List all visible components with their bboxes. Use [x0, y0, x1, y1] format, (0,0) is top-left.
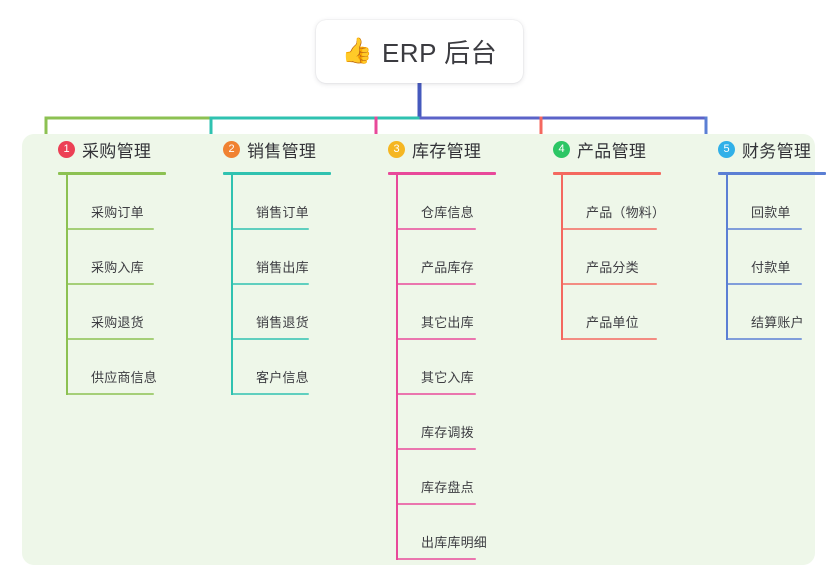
list-item-underline — [561, 283, 657, 285]
column-underline — [388, 172, 496, 175]
list-item-label: 仓库信息 — [421, 205, 474, 220]
list-item-label: 产品库存 — [421, 260, 474, 275]
column-title: 库存管理 — [412, 141, 482, 161]
list-item-label: 付款单 — [751, 260, 791, 275]
list-item-underline — [396, 283, 476, 285]
list-item-underline — [66, 283, 154, 285]
list-item-label: 销售退货 — [256, 315, 309, 330]
diagram-panel: 1 采购管理采购订单采购入库采购退货供应商信息 2 销售管理销售订单销售出库销售退货客… — [22, 134, 826, 565]
list-item-underline — [561, 338, 657, 340]
list-item-label: 库存盘点 — [421, 480, 474, 495]
column-1: 1 采购管理采购订单采购入库采购退货供应商信息 — [38, 134, 166, 395]
column-number-badge: 5 — [718, 140, 735, 158]
list-item-underline — [231, 283, 309, 285]
column-number-badge: 3 — [388, 140, 405, 158]
column-header-3[interactable]: 3 库存管理 — [368, 134, 481, 164]
list-item-label: 产品分类 — [586, 260, 639, 275]
list-item-underline — [231, 338, 309, 340]
column-underline — [718, 172, 826, 175]
list-item-underline — [396, 448, 476, 450]
list-item-underline — [726, 338, 802, 340]
column-spine — [66, 175, 68, 395]
list-item-label: 客户信息 — [256, 370, 309, 385]
list-item-label: 其它出库 — [421, 315, 474, 330]
list-item-underline — [396, 228, 476, 230]
list-item-underline — [66, 338, 154, 340]
list-item-label: 出库库明细 — [421, 535, 488, 550]
column-number-badge: 2 — [223, 140, 240, 158]
list-item-underline — [396, 393, 476, 395]
root-node-title: ERP 后台 — [381, 38, 498, 68]
list-item-underline — [396, 503, 476, 505]
column-underline — [58, 172, 166, 175]
list-item-label: 采购入库 — [91, 260, 144, 275]
list-item-label: 销售订单 — [256, 205, 309, 220]
list-item-label: 供应商信息 — [91, 370, 158, 385]
root-node-card[interactable]: 👍 ERP 后台 — [316, 20, 523, 83]
list-item-label: 库存调拨 — [421, 425, 474, 440]
list-item-underline — [396, 338, 476, 340]
column-5: 5 财务管理回款单付款单结算账户 — [698, 134, 826, 340]
column-spine — [396, 175, 398, 560]
list-item-label: 采购退货 — [91, 315, 144, 330]
list-item-label: 结算账户 — [751, 315, 804, 330]
column-title: 销售管理 — [247, 141, 317, 161]
list-item-underline — [231, 228, 309, 230]
list-item-underline — [726, 228, 802, 230]
list-item-underline — [66, 393, 154, 395]
list-item-underline — [231, 393, 309, 395]
column-header-1[interactable]: 1 采购管理 — [38, 134, 151, 164]
list-item-underline — [396, 558, 476, 560]
column-spine — [561, 175, 563, 340]
list-item-underline — [561, 228, 657, 230]
list-item-label: 其它入库 — [421, 370, 474, 385]
list-item-underline — [66, 228, 154, 230]
column-underline — [223, 172, 331, 175]
column-4: 4 产品管理产品（物料） 产品分类产品单位 — [533, 134, 665, 340]
column-2: 2 销售管理销售订单销售出库销售退货客户信息 — [203, 134, 331, 395]
column-title: 财务管理 — [742, 141, 812, 161]
column-spine — [231, 175, 233, 395]
column-header-4[interactable]: 4 产品管理 — [533, 134, 646, 164]
list-item-label: 采购订单 — [91, 205, 144, 220]
column-spine — [726, 175, 728, 340]
list-item-label: 销售出库 — [256, 260, 309, 275]
column-header-2[interactable]: 2 销售管理 — [203, 134, 316, 164]
column-number-badge: 1 — [58, 140, 75, 158]
list-item-underline — [726, 283, 802, 285]
list-item-label: 产品（物料） — [586, 205, 666, 220]
column-3: 3 库存管理仓库信息产品库存其它出库其它入库库存调拨库存盘点出库库明细 — [368, 134, 496, 560]
column-title: 产品管理 — [577, 141, 647, 161]
thumbs-up-icon: 👍 — [341, 37, 373, 65]
list-item-label: 产品单位 — [586, 315, 639, 330]
list-item-label: 回款单 — [751, 205, 791, 220]
column-title: 采购管理 — [82, 141, 152, 161]
column-underline — [553, 172, 661, 175]
column-number-badge: 4 — [553, 140, 570, 158]
column-header-5[interactable]: 5 财务管理 — [698, 134, 811, 164]
